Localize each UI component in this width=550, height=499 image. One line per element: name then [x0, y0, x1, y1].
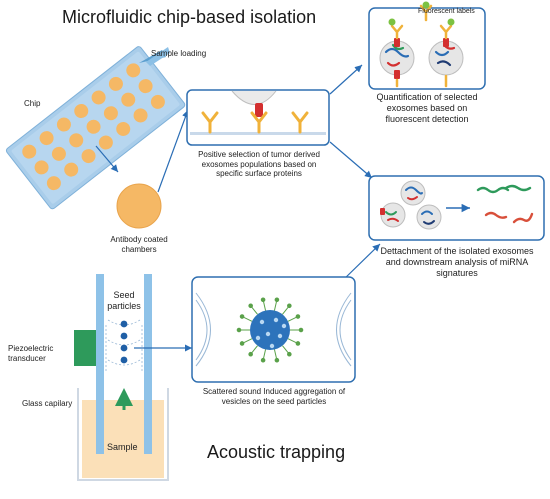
chip-chamber — [103, 106, 118, 121]
title-microfluidic: Microfluidic chip-based isolation — [62, 7, 317, 27]
label-detachment: Dettachment of the isolated exosomes and… — [380, 246, 534, 278]
positive-selection-panel — [186, 89, 330, 146]
surface-protein-red — [255, 103, 263, 117]
label-scattered-sound: Scattered sound Induced aggregation of v… — [202, 387, 346, 406]
chip-chamber — [116, 121, 131, 136]
seed-particles-column — [120, 320, 128, 364]
chip-chamber — [46, 176, 61, 191]
chip-chamber — [126, 63, 141, 78]
title-acoustic: Acoustic trapping — [207, 442, 346, 462]
chip-chamber — [150, 94, 165, 109]
label-sample: Sample — [107, 442, 138, 452]
piezo-transducer — [74, 330, 96, 366]
chip-chamber — [64, 162, 79, 177]
chip-chamber — [86, 119, 101, 134]
chip-chamber — [22, 144, 37, 159]
chip-chamber — [108, 76, 123, 91]
chip-chamber — [138, 79, 153, 94]
chip-chamber — [74, 104, 89, 119]
chip-chamber — [51, 146, 66, 161]
chip-chamber — [133, 108, 148, 123]
chip-chamber — [69, 133, 84, 148]
chip-chamber — [81, 149, 96, 164]
arrow-chamber-to-selection — [157, 109, 189, 193]
label-glass-capillary: Glass capilary — [22, 399, 73, 408]
label-antibody-chambers: Antibody coated chambers — [110, 235, 168, 254]
label-chip: Chip — [24, 99, 41, 108]
chip-chamber — [121, 92, 136, 107]
chip-chamber — [34, 160, 49, 175]
microfluidic-chip — [5, 46, 186, 210]
mirna-strands — [476, 184, 534, 224]
label-quantification: Quantification of selected exosomes base… — [376, 92, 478, 124]
chip-chamber — [91, 90, 106, 105]
scattered-sound-panel — [191, 276, 356, 383]
quantification-panel — [368, 1, 486, 90]
chip-chamber — [56, 117, 71, 132]
label-piezo: Piezoelectric transducer — [8, 344, 54, 363]
label-fluorescent: Fluorescent labels — [418, 8, 475, 15]
glass-capillary — [77, 274, 169, 481]
chip-chamber — [39, 131, 54, 146]
detachment-panel — [368, 175, 545, 241]
label-positive-selection: Positive selection of tumor derived exos… — [198, 150, 320, 178]
arrow-chip-to-chamber — [95, 145, 119, 173]
chip-chamber — [98, 135, 113, 150]
label-sample-loading: Sample loading — [151, 49, 207, 58]
antibody-chamber-circle — [116, 183, 162, 229]
arrow-to-quantification — [329, 64, 363, 95]
fluorescent-label-dot — [422, 1, 430, 9]
arrow-to-detachment — [329, 141, 373, 179]
antibodies-row — [201, 111, 309, 134]
pipette-tip — [139, 47, 170, 66]
label-seed-particles: Seed particles — [107, 290, 141, 311]
